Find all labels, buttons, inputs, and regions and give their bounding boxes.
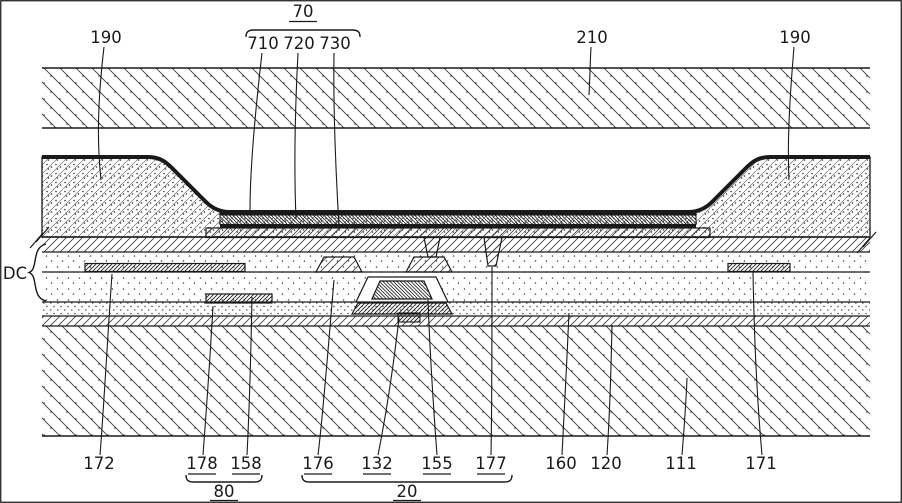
label-730: 730	[319, 34, 351, 53]
brace-20-group	[301, 474, 513, 483]
label-80: 80	[214, 482, 235, 501]
leader-178	[202, 305, 214, 456]
tft-source-176	[315, 256, 363, 273]
label-210: 210	[576, 28, 608, 47]
brace-70-group	[245, 29, 361, 38]
leader-160	[561, 312, 570, 456]
tft-drain	[405, 256, 453, 273]
break-mark-left	[29, 226, 50, 249]
leader-155	[427, 299, 438, 456]
tft-gate-155	[371, 280, 433, 300]
label-132: 132	[361, 454, 393, 473]
brace-dc	[27, 243, 47, 302]
leader-710	[249, 52, 263, 211]
leader-lines	[97, 46, 795, 456]
brace-80-group	[185, 474, 263, 483]
layer-210-substrate	[42, 68, 870, 128]
label-177: 177	[475, 454, 507, 473]
leader-190-left	[97, 46, 105, 181]
capacitor-158-178	[205, 293, 273, 304]
label-158: 158	[230, 454, 262, 473]
label-111: 111	[665, 454, 697, 473]
drain-contact-plug	[423, 236, 441, 258]
tft-semiconductor-132	[350, 302, 454, 315]
label-176: 176	[302, 454, 334, 473]
label-172: 172	[83, 454, 115, 473]
label-dc: DC	[3, 264, 27, 283]
layer-720	[219, 214, 697, 225]
band-dc-lower	[42, 272, 870, 302]
label-190-right: 190	[779, 28, 811, 47]
leader-730	[333, 52, 340, 227]
leader-120	[606, 324, 613, 456]
leader-177	[490, 266, 493, 456]
layer-160-insulation	[42, 302, 870, 316]
label-178: 178	[186, 454, 218, 473]
label-20: 20	[397, 482, 418, 501]
leader-171	[752, 270, 763, 456]
electrode-171	[727, 262, 791, 273]
layer-120-buffer	[42, 316, 870, 326]
tft-channel-notch	[397, 312, 421, 323]
leader-132	[377, 317, 400, 456]
label-160: 160	[545, 454, 577, 473]
label-720: 720	[283, 34, 315, 53]
label-70: 70	[293, 2, 314, 21]
leader-172	[99, 273, 113, 456]
band-dc-upper	[42, 252, 870, 272]
leader-210	[588, 46, 592, 96]
label-190-left: 190	[90, 28, 122, 47]
leader-111	[681, 377, 688, 456]
layer-stack	[29, 67, 877, 437]
label-155: 155	[421, 454, 453, 473]
label-120: 120	[590, 454, 622, 473]
pixel-electrode	[205, 227, 711, 239]
band-planarization	[42, 237, 870, 252]
leader-720	[294, 52, 299, 220]
label-710: 710	[247, 34, 279, 53]
layer-111-substrate	[42, 326, 870, 436]
contact-plug-177	[483, 236, 503, 267]
break-mark-right	[856, 231, 877, 254]
layer-710	[220, 211, 696, 215]
layer-730	[220, 224, 696, 228]
label-171: 171	[745, 454, 777, 473]
braces	[27, 29, 513, 483]
electrode-172	[84, 262, 246, 273]
leader-176	[317, 279, 335, 456]
leader-158	[246, 296, 253, 456]
leader-190-right	[787, 46, 795, 181]
reference-labels: 70 710 720 730 190 210 190 DC 172 178 15…	[3, 2, 811, 502]
